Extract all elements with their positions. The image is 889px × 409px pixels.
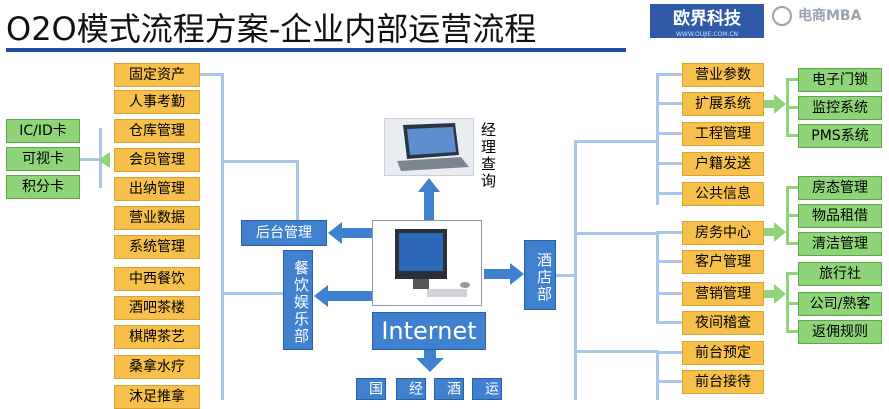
right-node-6: 房务中心 [682, 221, 764, 245]
left-connector-vertical [221, 75, 224, 400]
right-node-10: 前台预定 [682, 341, 764, 365]
right-node-5: 公共信息 [682, 182, 764, 206]
right-node-1: 营业参数 [682, 63, 764, 87]
arrow-extension-icon [764, 94, 786, 114]
right-node-link-3 [656, 132, 682, 135]
laptop-image [384, 118, 474, 176]
backend-management-node: 后台管理 [241, 220, 327, 246]
left-node-8: 中西餐饮 [114, 267, 200, 291]
right-node-8: 营销管理 [682, 282, 764, 306]
bottom-node-3: 酒 [434, 378, 464, 400]
card-visual: 可视卡 [6, 147, 80, 171]
card-connector-horizontal [80, 158, 110, 161]
brand-url: WWW.OUJIE.COM.CN [675, 31, 739, 38]
right-connector-top [574, 140, 658, 143]
right-connector-lower [574, 350, 658, 353]
arrow-room-center-icon [764, 222, 786, 242]
green-node-link-5 [786, 214, 798, 217]
bottom-node-4: 运 [472, 378, 502, 400]
bottom-node-1: 国 [356, 378, 386, 400]
right-node-4: 户籍发送 [682, 152, 764, 176]
right-node-7: 客户管理 [682, 250, 764, 274]
right-connector-middle [574, 232, 658, 235]
arrow-to-backend-icon [328, 222, 374, 244]
right-middle-vertical [656, 232, 659, 324]
green-node-1: 电子门锁 [798, 68, 882, 92]
right-node-link-11 [656, 380, 682, 383]
page-title: O2O模式流程方案-企业内部运营流程 [6, 10, 537, 48]
green-node-8: 公司/熟客 [798, 292, 882, 316]
left-connector-catering-link [223, 292, 283, 295]
card-ic-id: IC/ID卡 [6, 119, 80, 143]
green-node-6: 清洁管理 [798, 232, 882, 256]
bottom-node-2: 经 [396, 378, 426, 400]
left-node-4: 会员管理 [114, 148, 200, 172]
green-node-link-4 [786, 186, 798, 189]
right-node-link-7 [656, 260, 682, 263]
watermark: 电商MBA [798, 8, 862, 24]
manager-query-label: 经理查询 [479, 122, 497, 190]
right-node-link-4 [656, 162, 682, 165]
right-lower-vertical [656, 350, 659, 400]
right-node-9: 夜间稽查 [682, 311, 764, 335]
right-node-link-2 [656, 102, 682, 105]
internet-node: Internet [372, 312, 486, 350]
arrow-marketing-icon [764, 284, 786, 304]
right-node-2: 扩展系统 [682, 92, 764, 116]
left-connector-backend-link [223, 160, 299, 163]
green-node-5: 物品租借 [798, 204, 882, 228]
right-node-3: 工程管理 [682, 122, 764, 146]
green-node-link-3 [786, 134, 798, 137]
right-node-link-6 [656, 231, 682, 234]
green-node-link-9 [786, 330, 798, 333]
catering-department-node: 餐饮娱乐部 [283, 250, 313, 350]
left-node-10: 棋牌茶艺 [114, 325, 200, 349]
left-node-7: 系统管理 [114, 235, 200, 259]
green-node-9: 返佣规则 [798, 320, 882, 344]
central-computer-image [372, 220, 482, 306]
right-node-link-9 [656, 321, 682, 324]
right-node-link-5 [656, 192, 682, 195]
green-node-link-2 [786, 106, 798, 109]
left-node-6: 营业数据 [114, 206, 200, 230]
green-node-3: PMS系统 [798, 124, 882, 148]
green-node-link-1 [786, 78, 798, 81]
arrow-to-catering-icon [314, 285, 374, 307]
left-connector-top [200, 73, 224, 76]
left-node-3: 仓库管理 [114, 119, 200, 143]
card-points: 积分卡 [6, 175, 80, 199]
right-connector-vertical [574, 140, 577, 400]
hotel-department-node: 酒店部 [524, 240, 556, 310]
green-node-link-6 [786, 242, 798, 245]
watermark-icon [772, 6, 792, 26]
computer-icon [395, 229, 470, 297]
green-node-2: 监控系统 [798, 96, 882, 120]
backend-connector-vertical [296, 160, 299, 220]
hotel-connector [556, 274, 576, 277]
right-node-link-10 [656, 351, 682, 354]
left-node-5: 出纳管理 [114, 177, 200, 201]
left-node-2: 人事考勤 [114, 90, 200, 114]
title-underline [6, 48, 626, 52]
arrow-internet-down-icon [416, 350, 444, 372]
card-arrow-icon [98, 152, 110, 168]
green-node-link-8 [786, 302, 798, 305]
green-node-4: 房态管理 [798, 176, 882, 200]
green-node-link-7 [786, 272, 798, 275]
right-upper-vertical [656, 75, 659, 205]
green-node-7: 旅行社 [798, 262, 882, 286]
laptop-icon [397, 123, 469, 171]
left-node-11: 桑拿水疗 [114, 355, 200, 379]
left-node-1: 固定资产 [114, 63, 200, 87]
brand-logo: 欧界科技 [650, 4, 764, 38]
left-node-12: 沐足推拿 [114, 385, 200, 409]
right-node-link-8 [656, 292, 682, 295]
right-node-11: 前台接待 [682, 370, 764, 394]
left-node-9: 酒吧茶楼 [114, 296, 200, 320]
right-node-link-1 [656, 73, 682, 76]
arrow-to-manager-icon [418, 178, 440, 220]
arrow-to-hotel-icon [484, 263, 524, 285]
